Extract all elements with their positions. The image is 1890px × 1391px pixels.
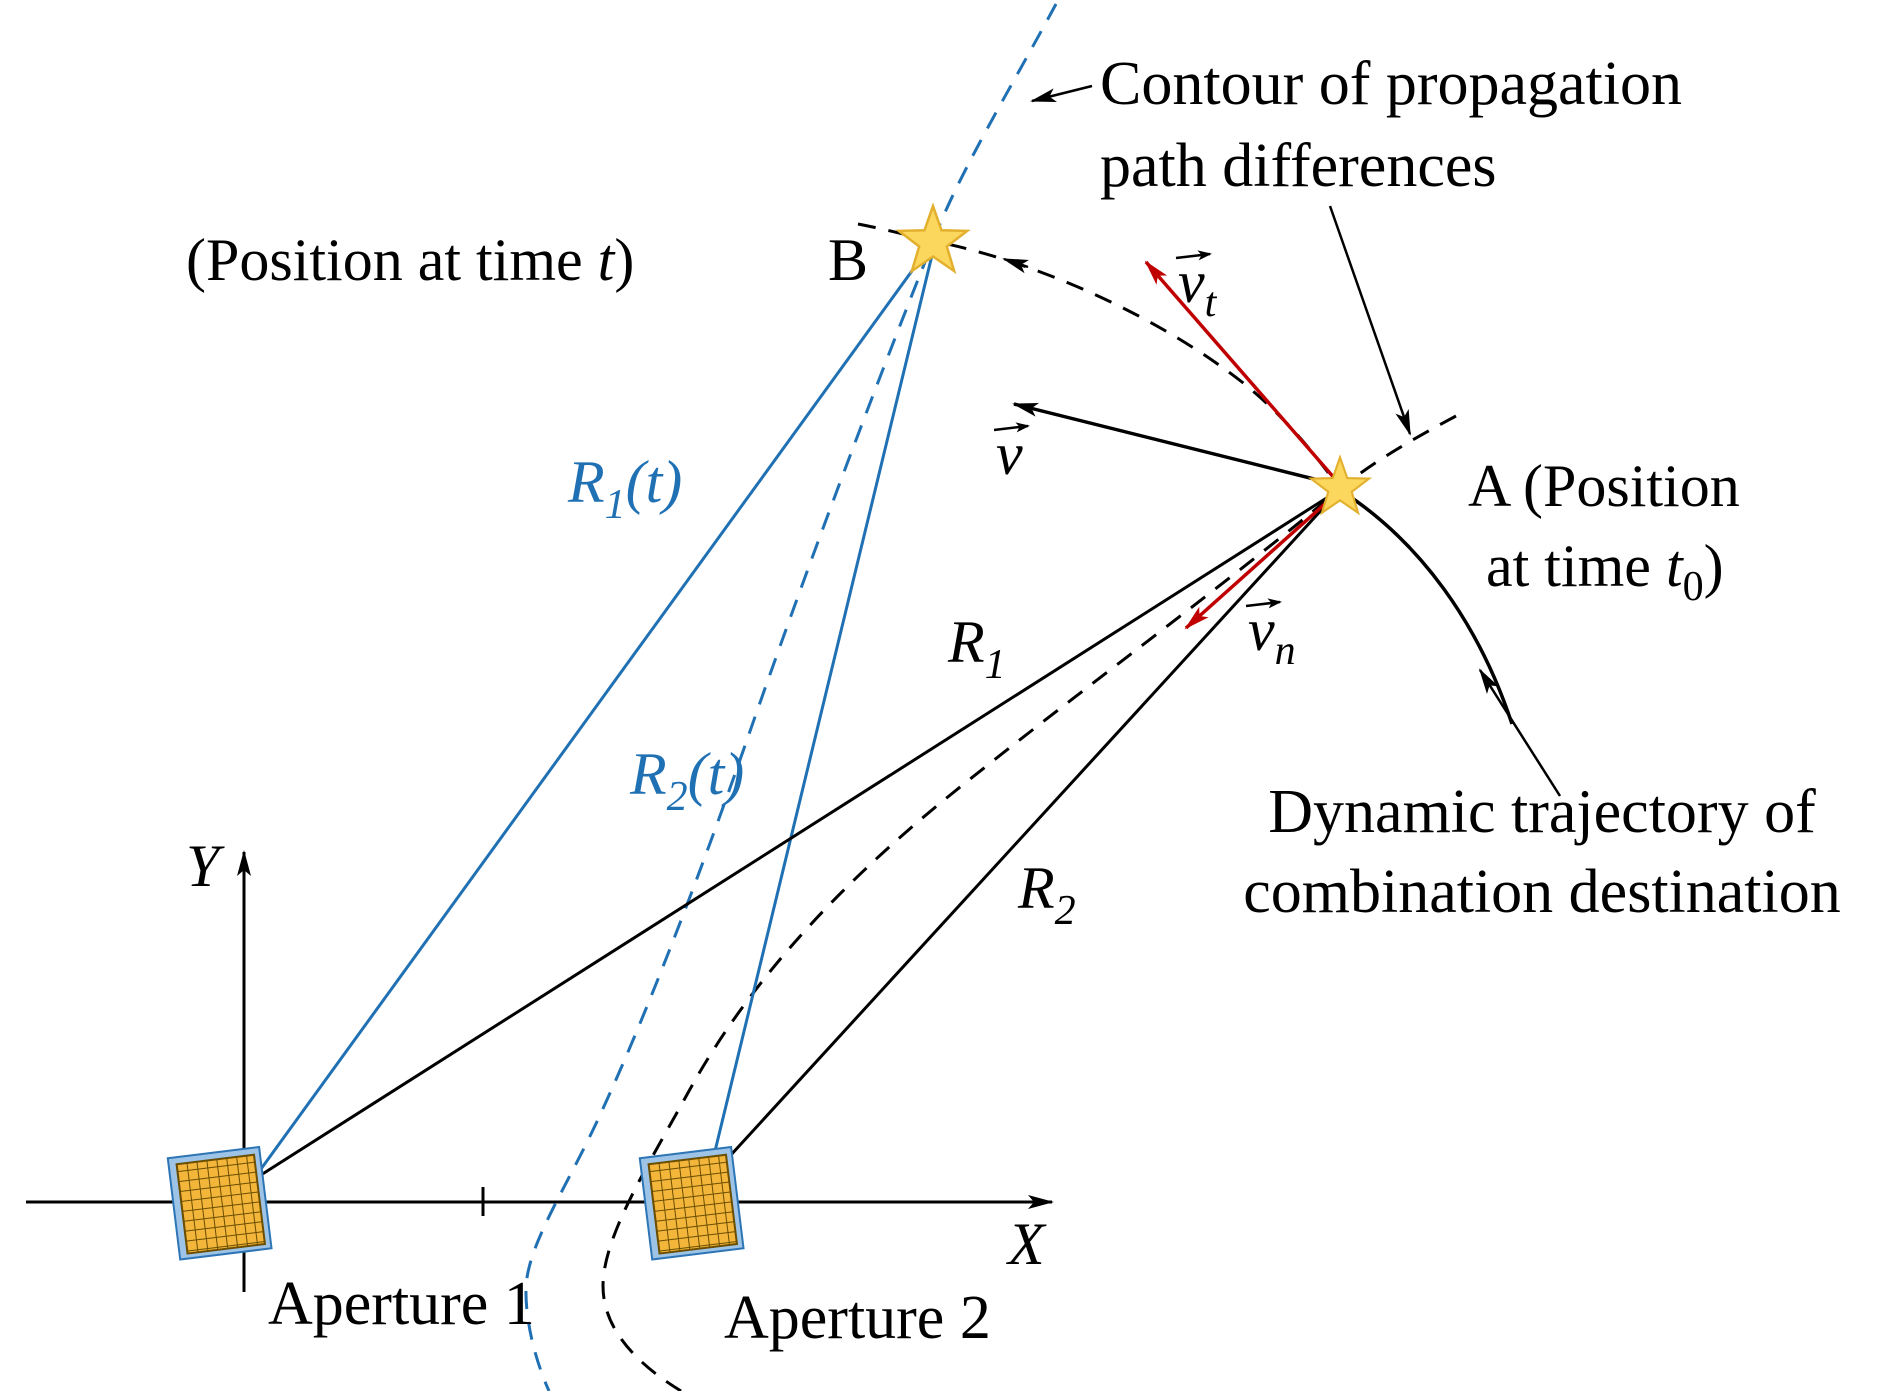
aperture-2-label: Aperture 2 — [724, 1284, 991, 1352]
v-label: v — [996, 421, 1023, 487]
star-a-marker — [1307, 454, 1373, 516]
contour-annotation-arrow-short — [1030, 84, 1093, 103]
line-r2 — [706, 492, 1338, 1182]
aperture-1-icon — [166, 1145, 273, 1261]
vector-vn — [1184, 492, 1338, 630]
r1t-label: R1(t) — [567, 449, 682, 528]
trajectory-solid-curve — [1339, 488, 1514, 725]
x-axis-label: X — [1006, 1211, 1047, 1277]
trajectory-annotation-arrow — [1478, 668, 1562, 797]
contour-through-a — [601, 414, 1457, 1391]
r1-label: R1 — [947, 609, 1006, 688]
vector-arrow-icon — [993, 422, 1030, 433]
aperture-1-label: Aperture 1 — [268, 1270, 535, 1338]
contour-label-line1: Contour of propagation — [1100, 50, 1682, 118]
aperture-2-icon — [638, 1145, 745, 1261]
aperture-2-array — [647, 1153, 739, 1255]
trajectory-direction-arrowhead — [1002, 257, 1029, 274]
trajectory-dashed-arc — [857, 222, 1342, 490]
a-label-line1: A (Position — [1468, 453, 1740, 519]
y-axis-label: Y — [186, 833, 225, 899]
line-r2-t — [706, 246, 936, 1181]
trajectory-label-line2: combination destination — [1243, 858, 1841, 926]
contour-label-line2: path differences — [1100, 132, 1497, 200]
b-label: B — [828, 227, 868, 293]
vector-arrow-icon — [1175, 250, 1212, 261]
star-b-marker — [895, 202, 971, 275]
vn-label: vn — [1248, 597, 1296, 674]
vector-v — [1012, 402, 1331, 485]
r2t-label: R2(t) — [629, 741, 744, 820]
vector-arrow-icon — [1245, 598, 1282, 609]
contour-through-b — [524, 3, 1058, 1391]
position-b-label: (Position at time t) — [186, 227, 634, 293]
contour-annotation-arrow-long — [1328, 205, 1412, 436]
a-label-line2: at time t0) — [1486, 533, 1724, 610]
vector-vt — [1144, 260, 1338, 482]
vt-label: vt — [1178, 249, 1218, 326]
line-r1 — [252, 490, 1337, 1182]
line-r1-t — [251, 245, 932, 1181]
r2-label: R2 — [1017, 855, 1076, 934]
trajectory-label-line1: Dynamic trajectory of — [1268, 778, 1816, 846]
aperture-1-array — [175, 1153, 267, 1255]
